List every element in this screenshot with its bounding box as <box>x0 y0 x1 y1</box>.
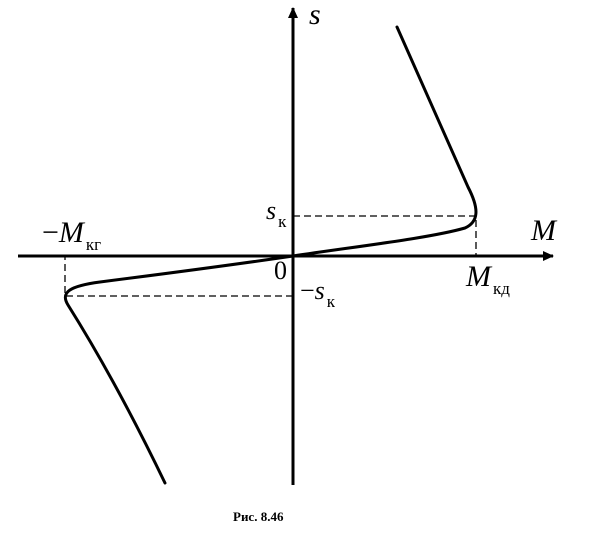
characteristic-curve <box>63 25 478 485</box>
s-axis-label: s <box>309 0 321 31</box>
origin-label: 0 <box>274 256 287 285</box>
s-crit-pos-guide <box>293 215 477 256</box>
m-axis-label: M <box>530 214 558 247</box>
figure-caption: Рис. 8.46 <box>233 509 284 524</box>
s-crit-neg-guide <box>64 256 293 297</box>
